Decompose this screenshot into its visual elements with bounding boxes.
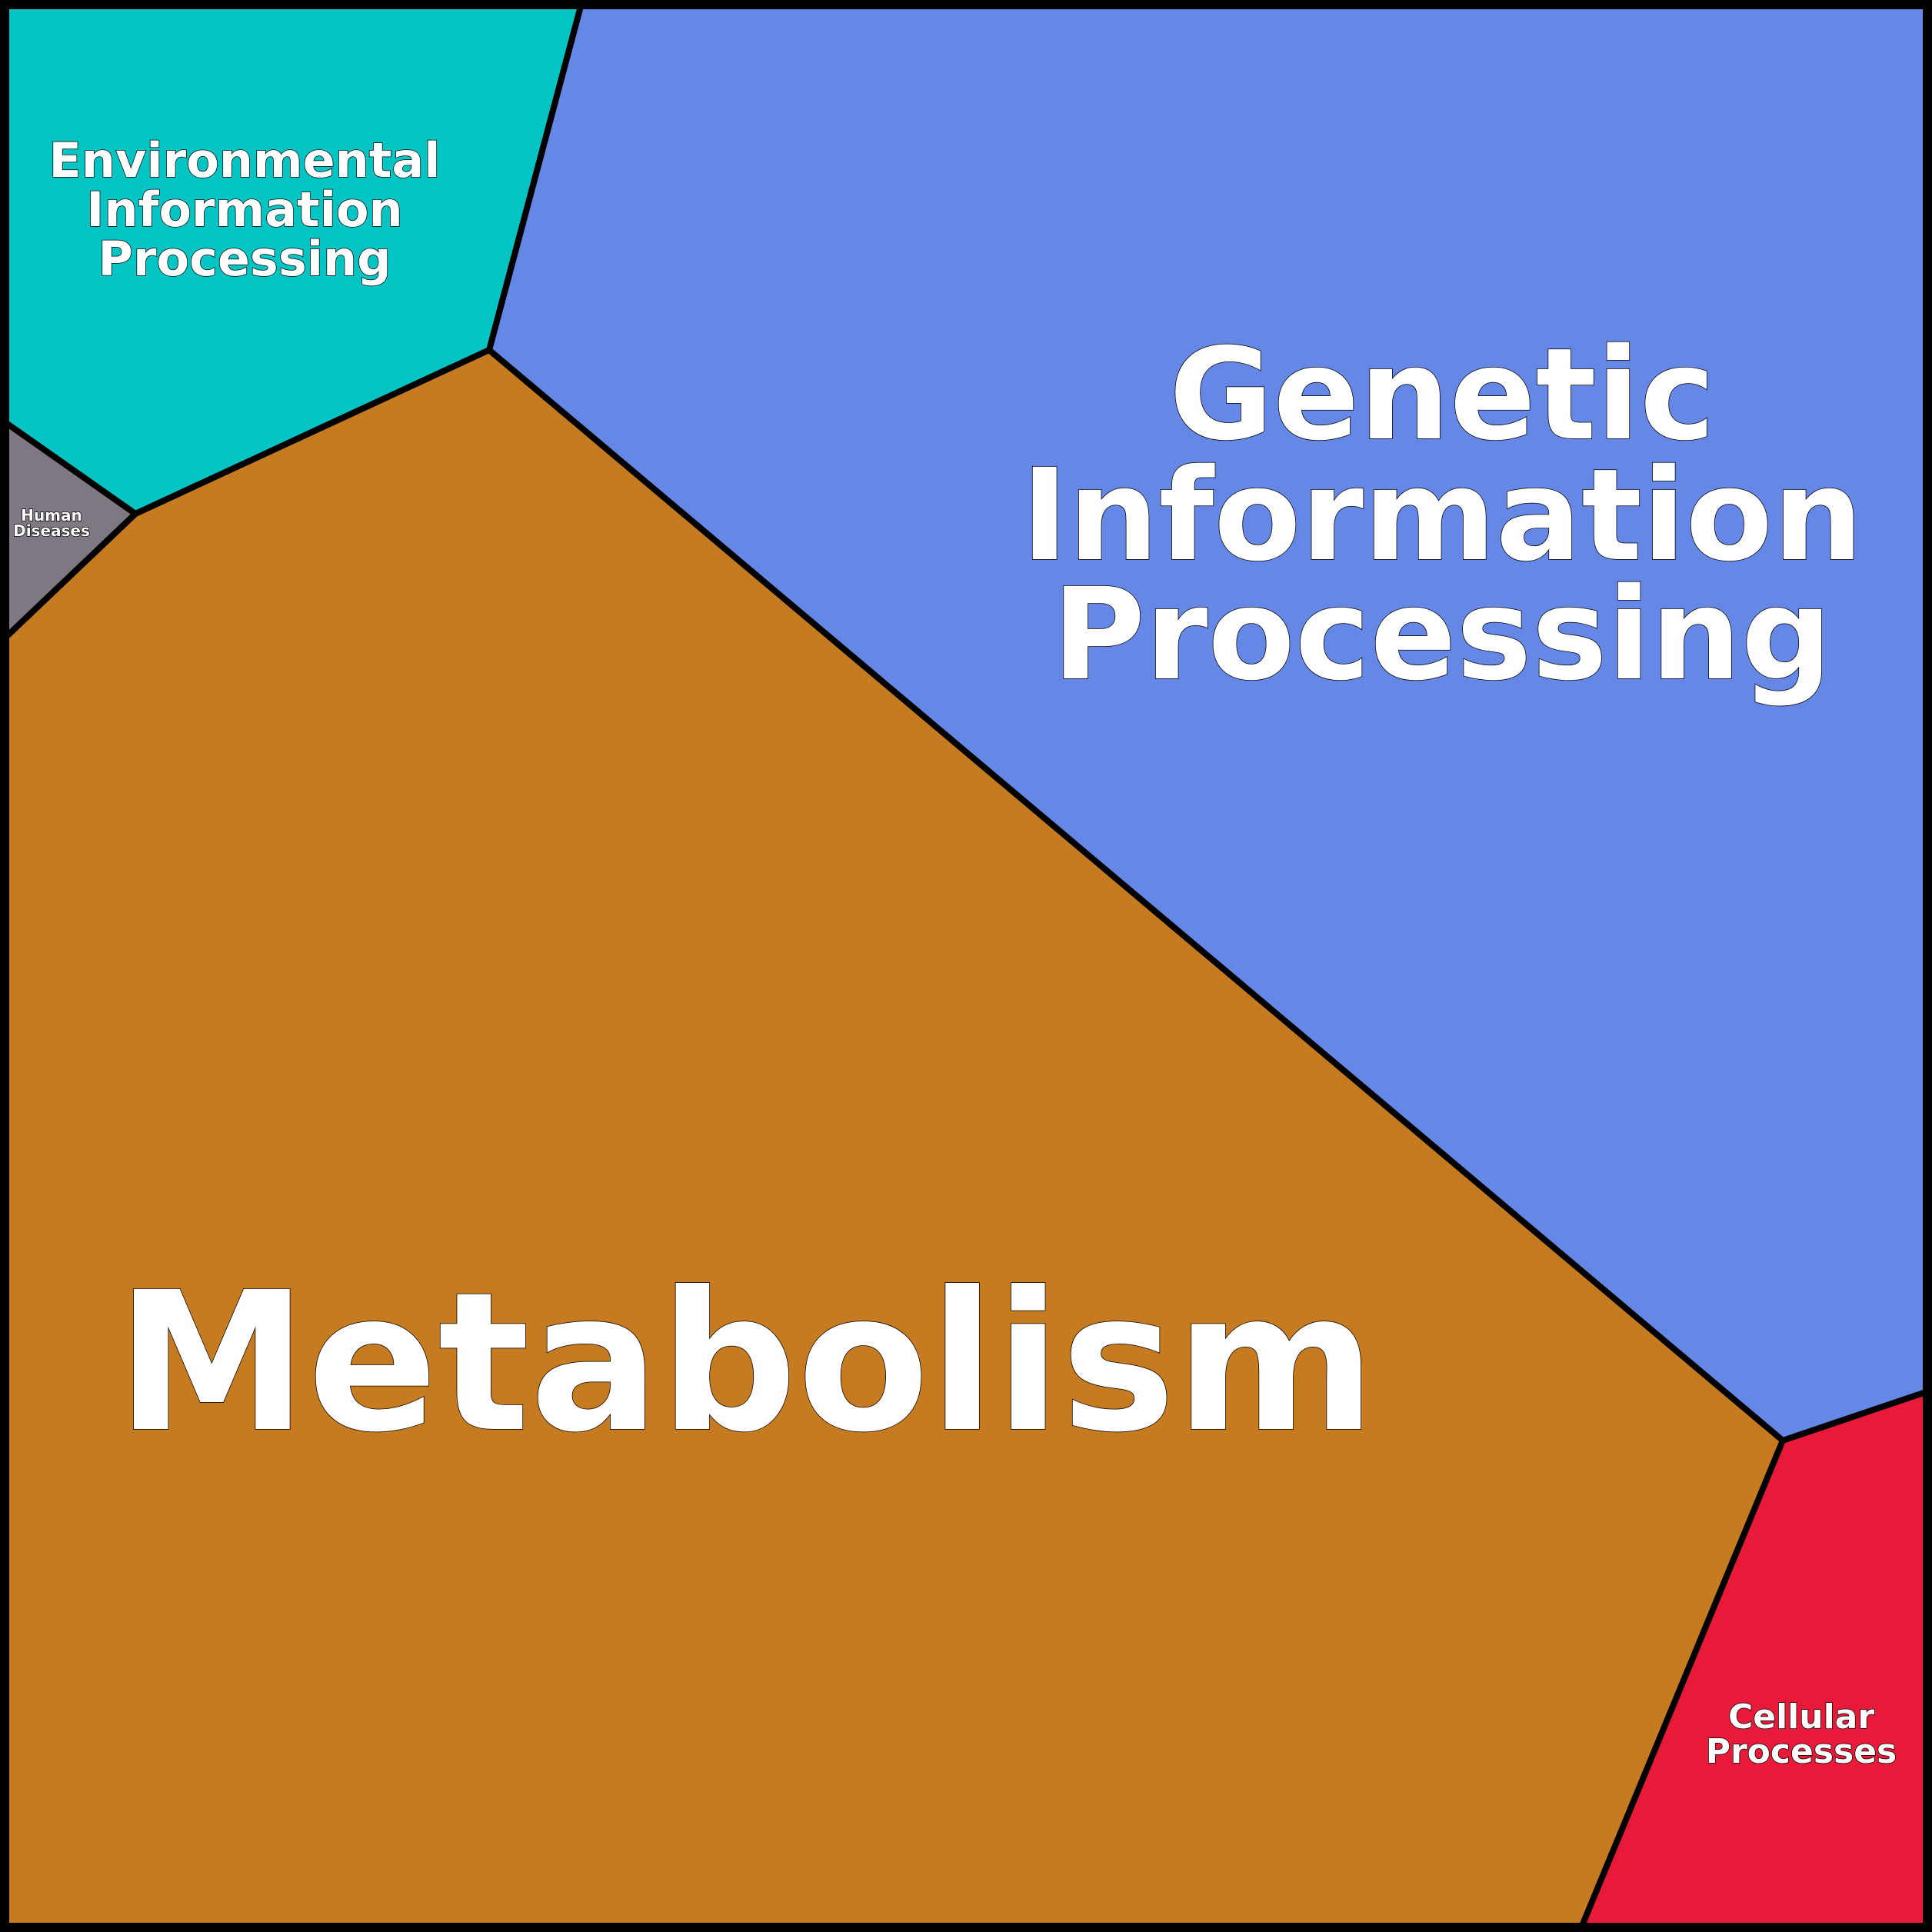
region-label-environmental-information-processing: Environmental (49, 132, 441, 188)
region-label-cellular-processes: Cellular (1728, 1697, 1874, 1737)
region-label-environmental-information-processing: Information (86, 182, 402, 238)
region-label-cellular-processes: Processes (1706, 1732, 1897, 1771)
region-label-genetic-information-processing: Information (1021, 441, 1864, 589)
region-label-genetic-information-processing: Processing (1052, 561, 1832, 708)
region-label-genetic-information-processing: Genetic (1169, 321, 1715, 468)
region-label-human-diseases: Diseases (13, 521, 90, 540)
region-label-human-diseases: Human (21, 506, 82, 525)
region-label-metabolism: Metabolism (116, 1251, 1376, 1474)
region-label-environmental-information-processing: Processing (98, 231, 391, 287)
